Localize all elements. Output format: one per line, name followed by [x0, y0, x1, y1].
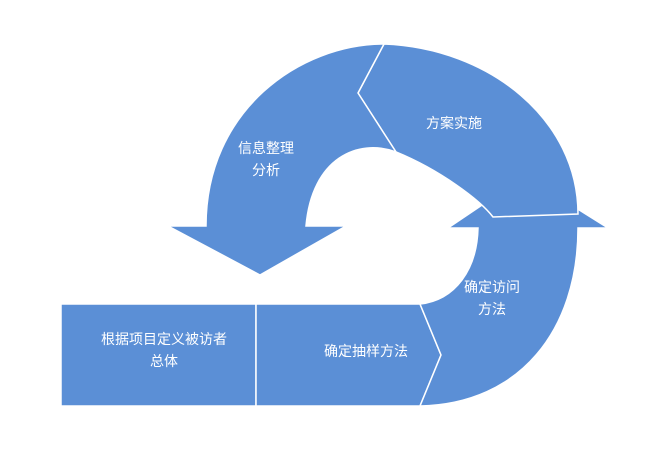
step-3-curved-arrow — [418, 175, 611, 407]
step-4-line-1: 方案实施 — [426, 116, 482, 132]
step-3-label: 确定访问 方法 — [452, 277, 532, 321]
step-1-line-1: 根据项目定义被访者 — [101, 332, 227, 348]
step-4-arc-segment — [357, 43, 579, 218]
step-2-label: 确定抽样方法 — [296, 341, 436, 363]
step-2-line-1: 确定抽样方法 — [324, 344, 408, 360]
step-5-curved-arrow — [167, 43, 398, 276]
step-5-line-1: 信息整理 — [238, 141, 294, 157]
step-4-label: 方案实施 — [404, 113, 504, 135]
step-5-line-2: 分析 — [252, 163, 280, 179]
step-3-line-1: 确定访问 — [464, 280, 520, 296]
step-1-label: 根据项目定义被访者 总体 — [76, 329, 252, 373]
step-1-line-2: 总体 — [150, 354, 178, 370]
step-3-line-2: 方法 — [478, 302, 506, 318]
step-5-label: 信息整理 分析 — [216, 138, 316, 182]
